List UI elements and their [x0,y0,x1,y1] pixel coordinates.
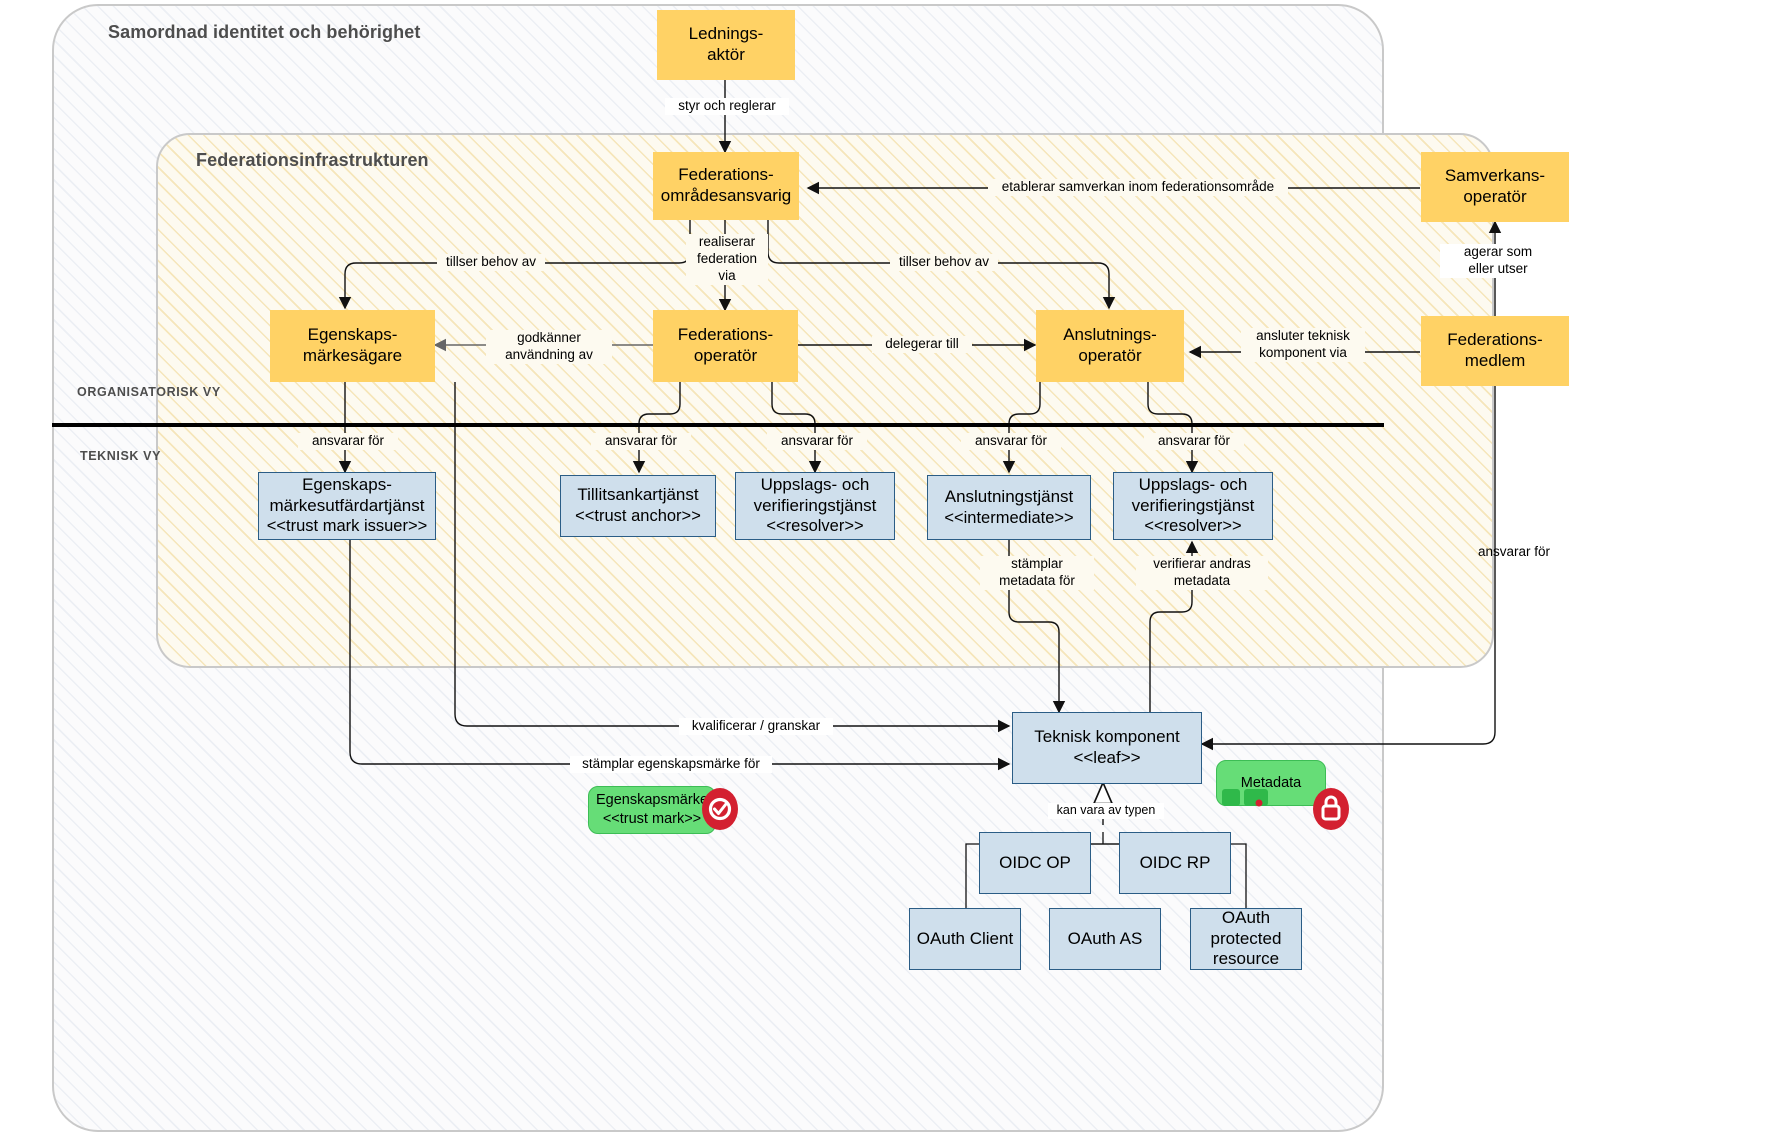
node-oauth-protected-resource[interactable]: OAuth protected resource [1190,908,1302,970]
view-label-organisatorisk: ORGANISATORISK VY [77,385,221,399]
edge-label-kvalificerar-granskar: kvalificerar / granskar [679,718,833,735]
node-label-line1: OAuth Client [916,928,1014,948]
node-label-line1: Federations- [677,325,774,345]
node-label-line1: Egenskaps- [302,474,392,494]
edge-label-godkanner-anvandning-av: godkänner användning av [486,330,612,364]
node-federationsoperator[interactable]: Federations-operatör [653,310,798,382]
node-label-line3: resource [1212,949,1280,969]
edge-label-ansvarar-for-medlem: ansvarar för [1477,544,1551,559]
edge-label-styr-och-reglerar: styr och reglerar [665,98,789,115]
node-label-line2: områdesansvarig [660,186,792,205]
badge-label-line1: Metadata [1240,774,1302,791]
zone-federationsinfrastrukturen [156,133,1494,668]
edge-label-kan-vara-av-typen: kan vara av typen [1048,803,1164,819]
node-teknisk-komponent[interactable]: Teknisk komponent <<leaf>> [1012,712,1202,784]
edge-label-verifierar-andras-metadata: verifierar andras metadata [1136,556,1268,590]
node-label-line2: protected [1210,928,1282,948]
node-label-line1: Uppslags- och [1138,474,1248,494]
badge-label-line1: Egenskapsmärke [595,792,709,809]
node-label-line1: Samverkans- [1444,166,1546,186]
node-anslutningstjanst[interactable]: Anslutningstjänst <<intermediate>> [927,475,1091,540]
node-label-line1: OAuth AS [1067,928,1143,948]
edge-label-realiserar-federation-via: realiserar federation via [686,234,768,285]
node-stereotype: <<leaf>> [1073,748,1141,767]
view-divider [52,423,1384,427]
node-stereotype: <<trust mark issuer>> [266,517,428,536]
node-egenskapsmarkesutfardartjanst[interactable]: Egenskaps- märkesutfärdartjänst <<trust … [258,472,436,540]
zone-outer-title: Samordnad identitet och behörighet [108,22,421,42]
edge-label-agerar-som-eller-utser: agerar som eller utser [1440,244,1556,278]
node-label-line1: Egenskaps- [307,325,398,345]
node-egenskapsmarkesagare[interactable]: Egenskaps-märkesägare [270,310,435,382]
node-oidc-rp[interactable]: OIDC RP [1119,832,1231,894]
edge-label-ansvarar-for-1: ansvarar för [298,433,398,450]
edge-label-ansvarar-for-2: ansvarar för [591,433,691,450]
node-label-line1: Anslutningstjänst [944,486,1074,506]
node-label-line2: operatör [1078,346,1142,365]
edge-label-etablerar-samverkan: etablerar samverkan inom federationsområ… [988,179,1288,196]
node-label-line2: märkesutfärdartjänst [269,495,425,515]
edge-label-ansvarar-for-5: ansvarar för [1144,433,1244,450]
badge-stereotype: <<trust mark>> [602,811,702,827]
node-label-line2: verifieringstjänst [1131,495,1255,515]
node-samverkansoperator[interactable]: Samverkans-operatör [1421,152,1569,222]
edge-label-stamplar-metadata-for: stämplar metadata för [980,556,1094,590]
node-label-line1: OAuth [1221,907,1271,927]
node-oauth-as[interactable]: OAuth AS [1049,908,1161,970]
edge-label-stamplar-egenskapsmarke-for: stämplar egenskapsmärke för [570,756,772,773]
edge-label-delegerar-till: delegerar till [872,336,972,353]
node-label-line1: OIDC RP [1139,852,1211,872]
node-stereotype: <<trust anchor>> [575,507,701,525]
node-label-line2: verifieringstjänst [753,495,877,515]
node-label-line2: operatör [1463,187,1527,206]
node-oidc-op[interactable]: OIDC OP [979,832,1091,894]
node-stereotype: <<resolver>> [1144,517,1242,536]
node-label-line2: operatör [693,346,758,365]
node-anslutningsoperator[interactable]: Anslutnings-operatör [1036,310,1184,382]
edge-label-ansluter-teknisk-komponent-via: ansluter teknisk komponent via [1241,328,1365,362]
node-label-line1: Tillitsankartjänst [577,485,699,505]
node-label-line1: Teknisk komponent [1034,727,1180,747]
node-federationsmedlem[interactable]: Federations-medlem [1421,316,1569,386]
node-ledningsaktor[interactable]: Lednings-aktör [657,10,795,80]
node-label-line1: Anslutnings- [1063,325,1157,345]
node-stereotype: <<intermediate>> [944,508,1074,527]
node-label-line2: märkesägare [302,346,403,365]
edge-label-tillser-behov-av-left: tillser behov av [437,254,545,271]
node-label-line1: Federations- [1447,330,1543,350]
node-label-line2: medlem [1464,351,1526,370]
edge-label-ansvarar-for-3: ansvarar för [767,433,867,450]
node-label-line1: Federations- [678,165,774,185]
node-uppslags-och-verifieringstjanst-1[interactable]: Uppslags- och verifieringstjänst <<resol… [735,472,895,540]
node-label-line1: Lednings- [688,24,764,44]
node-uppslags-och-verifieringstjanst-2[interactable]: Uppslags- och verifieringstjänst <<resol… [1113,472,1273,540]
view-label-teknisk: TEKNISK VY [80,449,162,463]
node-stereotype: <<resolver>> [766,517,864,536]
metadata-sheet-icon [1222,789,1268,807]
node-label-line1: Uppslags- och [760,474,870,494]
node-label-line1: OIDC OP [999,852,1071,872]
node-label-line2: aktör [707,45,745,64]
badge-egenskapsmarke[interactable]: Egenskapsmärke <<trust mark>> [588,786,716,834]
node-tillitsankartjanst[interactable]: Tillitsankartjänst <<trust anchor>> [560,475,716,537]
node-oauth-client[interactable]: OAuth Client [909,908,1021,970]
metadata-seal-icon [1313,788,1349,830]
node-federationsomradesansvarig[interactable]: Federations-områdesansvarig [653,152,799,220]
zone-inner-title: Federationsinfrastrukturen [196,150,429,170]
trust-mark-seal-icon [702,788,738,830]
edge-label-ansvarar-for-4: ansvarar för [961,433,1061,450]
edge-label-tillser-behov-av-right: tillser behov av [890,254,998,271]
